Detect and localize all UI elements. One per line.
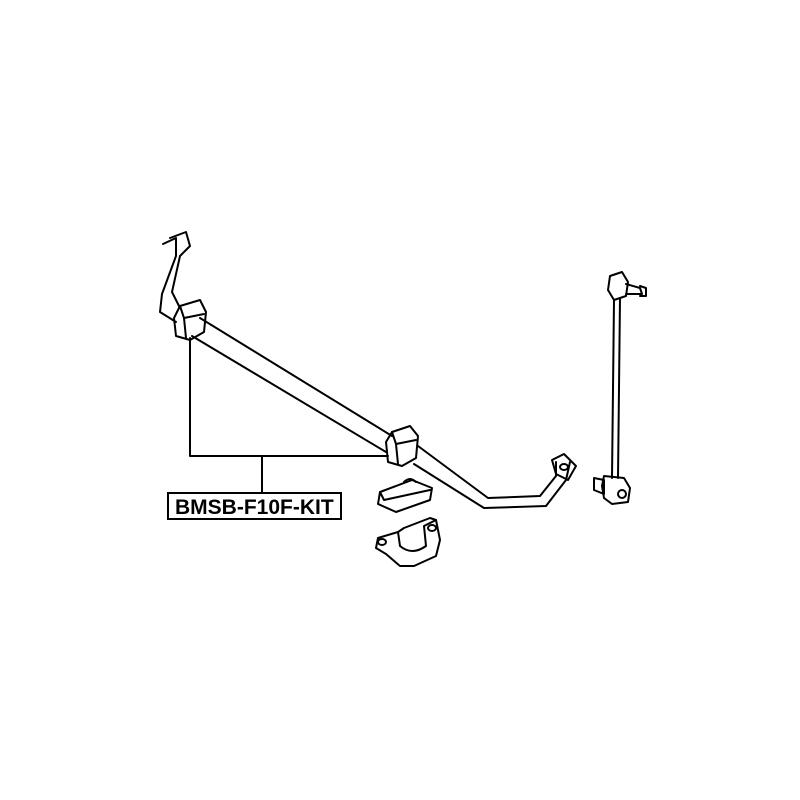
stabilizer-bar (159, 231, 577, 509)
bracket-plate (377, 478, 433, 513)
callout-leader (189, 337, 389, 495)
stabilizer-link (593, 271, 647, 505)
right-bushing (385, 425, 419, 467)
part-number-label: BMSB-F10F-KIT (167, 492, 342, 520)
bushing-clamp (375, 517, 441, 567)
left-bushing (173, 299, 207, 341)
